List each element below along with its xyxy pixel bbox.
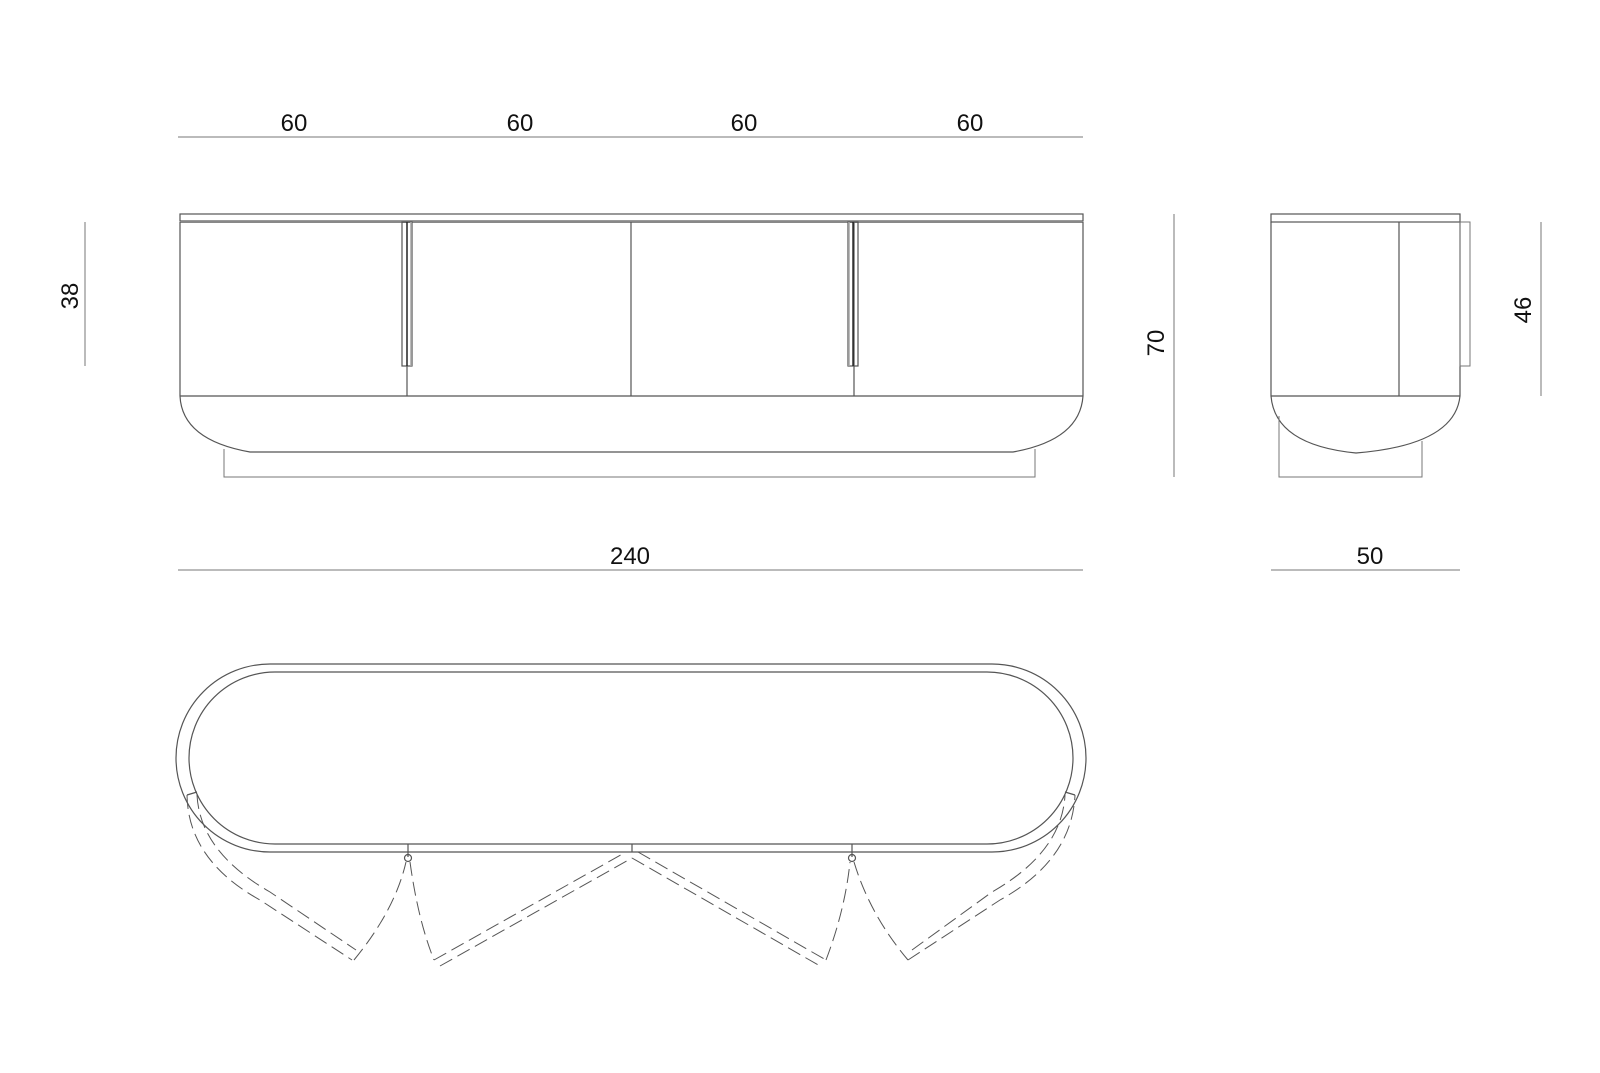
door-swing-3-arc [825, 861, 851, 961]
overall-height-dimension-group: 70 [1143, 214, 1175, 477]
door-swing-2-outer [433, 851, 627, 961]
door-swing-1 [186, 794, 407, 961]
door-swing-4-inner [911, 794, 1066, 951]
door-swing-1-inner [196, 794, 357, 951]
door-swing-2-inner [439, 857, 633, 967]
door-swing-3 [631, 851, 851, 967]
side-top-slab [1270, 213, 1461, 223]
dimension-label-side-height: 46 [1510, 297, 1537, 324]
dimension-label-door-1: 60 [281, 110, 308, 137]
plan-inner-outline [188, 671, 1074, 845]
overall-width-dimension-group: 240 [178, 543, 1083, 571]
side-plinth [1278, 416, 1423, 478]
side-view [1270, 213, 1471, 478]
dimension-label-overall-height: 70 [1143, 330, 1170, 357]
plan-hinge-left [403, 853, 413, 863]
door-swing-4 [853, 794, 1076, 961]
dimension-label-door-2: 60 [507, 110, 534, 137]
door-swing-1-outer [186, 794, 353, 961]
plan-hinge-right [847, 853, 857, 863]
dimension-label-door-height: 38 [57, 283, 84, 310]
plan-end-cut-right [1064, 791, 1076, 796]
side-rounded-base [1270, 395, 1461, 454]
top-dimension-group: 60 60 60 60 [178, 110, 1083, 138]
dimension-label-door-4: 60 [957, 110, 984, 137]
door-swing-2 [409, 851, 633, 967]
dimension-label-door-3: 60 [731, 110, 758, 137]
handle-right [847, 221, 859, 367]
front-top-slab [179, 213, 1084, 222]
door-swing-4-arc [853, 861, 909, 961]
door-swing-1-arc [353, 861, 407, 961]
door-swing-3-outer [637, 851, 827, 961]
door-swing-2-arc [409, 861, 435, 961]
depth-dimension-group: 50 [1271, 543, 1460, 571]
front-plinth [223, 449, 1036, 478]
plan-end-cut-left [186, 791, 198, 796]
plan-outer-outline [175, 663, 1087, 853]
dimension-label-overall-width: 240 [610, 543, 650, 570]
front-view [179, 213, 1084, 478]
front-rounded-base [179, 395, 1084, 453]
dimension-label-depth: 50 [1357, 543, 1384, 570]
side-height-dimension-group: 46 [1510, 222, 1542, 396]
side-handle [1459, 221, 1471, 367]
door-swing-3-inner [631, 857, 821, 967]
door-swing-4-outer [907, 794, 1076, 961]
door-height-dimension-group: 38 [57, 222, 86, 366]
handle-left [401, 221, 413, 367]
plan-view [175, 663, 1087, 967]
